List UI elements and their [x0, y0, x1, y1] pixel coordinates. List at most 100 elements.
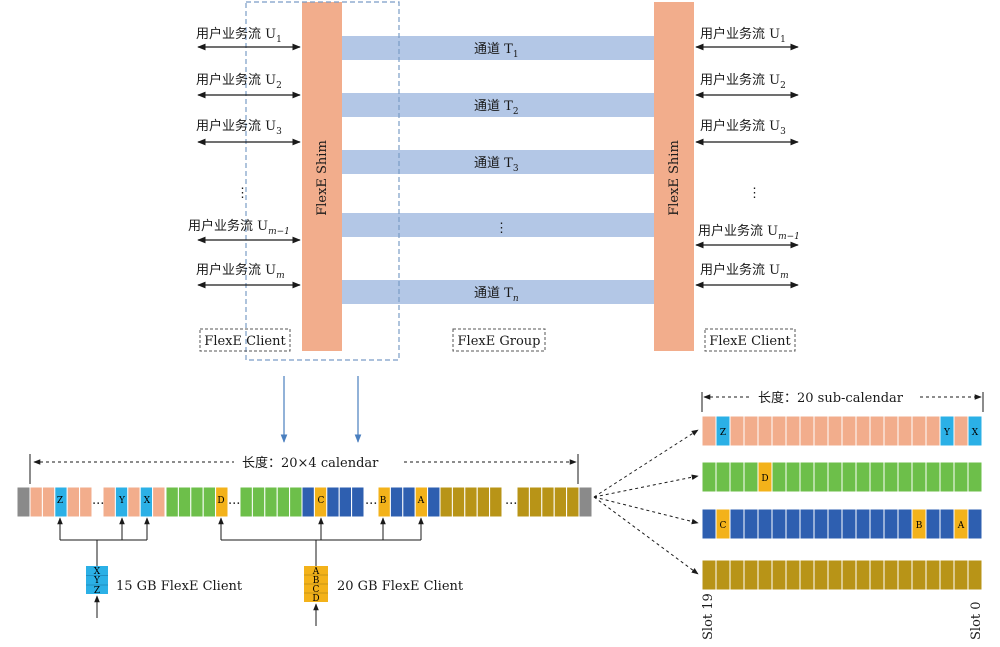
top-section: 通道 T1 通道 T2 通道 T3 ⋮ 通道 Tn FlexE Shim Fle…: [188, 1, 800, 443]
slot-letter-a: A: [417, 496, 425, 506]
calendar-slot: [16, 486, 31, 518]
sub-calendar-slot: [799, 461, 815, 493]
calendar-slot: [276, 486, 291, 518]
calendar-slot: [41, 486, 56, 518]
sub-calendar-slot: [911, 415, 927, 447]
tunnel-bar: [342, 36, 656, 60]
stream-label: 用户业务流 U1: [196, 26, 282, 45]
stream-label: 用户业务流 Um−1: [188, 218, 290, 237]
stack-letter: C: [313, 585, 320, 595]
calendar-slot: [427, 486, 441, 518]
left-streams: 用户业务流 U1 用户业务流 U2 用户业务流 U3 ⋮ 用户业务流 Um−1 …: [188, 26, 301, 289]
sub-calendar-slot: [939, 461, 955, 493]
sub-calendar-slot: [827, 461, 843, 493]
calendar-slot: [389, 486, 404, 518]
calendar-slot: [66, 486, 81, 518]
sub-slot-letter: X: [972, 428, 979, 438]
sub-calendar-slot: [855, 415, 871, 447]
sub-calendar-slot: [827, 415, 843, 447]
slot-letter-z: Z: [57, 496, 63, 506]
slot0-label: Slot 0: [969, 601, 984, 640]
calendar-slot: [464, 486, 478, 518]
sub-calendar-slot: [785, 508, 801, 540]
sub-calendar-slot: [701, 461, 717, 493]
calendar-slot: [165, 486, 179, 518]
sub-calendar-slot: [855, 461, 871, 493]
sub-calendar-slot: [841, 508, 857, 540]
sub-calendar-slot: [939, 559, 955, 591]
calendar-slot: [264, 486, 278, 518]
sub-calendar-slot: [757, 559, 773, 591]
sub-calendar-slot: [729, 508, 745, 540]
sub-calendar-slot: [757, 508, 773, 540]
sub-calendar-slot: [925, 508, 941, 540]
sub-calendar-slot: [953, 559, 969, 591]
calendar-section: 长度：20×4 calendar ... ... ... ... Z Y X D…: [16, 454, 593, 626]
calendar-ellipsis: ...: [505, 493, 517, 508]
sub-calendar-slot: [799, 559, 815, 591]
calendar-slot: [541, 486, 555, 518]
tunnel-bar: [342, 213, 656, 237]
sub-calendar-slot: [841, 559, 857, 591]
right-streams: 用户业务流 U1 用户业务流 U2 用户业务流 U3 ⋮ 用户业务流 Um−1 …: [695, 26, 800, 289]
calendar-slot: [251, 486, 266, 518]
calendar-slot: [190, 486, 204, 518]
calendar-slot: [215, 486, 229, 518]
stack-letter: B: [313, 576, 320, 586]
sub-calendar-slot: [869, 508, 885, 540]
slot-letter-c: C: [318, 496, 325, 506]
left-client-tag: FlexE Client: [204, 334, 286, 349]
slot-letter-b: B: [380, 496, 387, 506]
calendar-slot: [79, 486, 93, 518]
calendar-slot: [177, 486, 192, 518]
sub-calendar-slot: [967, 461, 983, 493]
sub-calendar-slot: [855, 559, 871, 591]
sub-calendar-slot: [757, 415, 773, 447]
stream-ellipsis: ⋮: [236, 186, 249, 201]
left-flexe-shim: [302, 2, 342, 351]
sub-calendar-slot: [911, 559, 927, 591]
right-client-tag-box: [704, 328, 796, 352]
calendar-ellipsis: ...: [228, 493, 240, 508]
right-shim-label: FlexE Shim: [667, 140, 682, 216]
sub-calendar-slot: [799, 508, 815, 540]
sub-calendar-slot: [911, 461, 927, 493]
sub-calendar-slot: [785, 461, 801, 493]
stack-letter: Y: [93, 576, 101, 586]
sub-slot-letter: D: [761, 474, 768, 484]
tunnels: 通道 T1 通道 T2 通道 T3 ⋮ 通道 Tn: [342, 36, 656, 304]
sub-calendar-slot: [869, 461, 885, 493]
sub-calendar-slot: [813, 415, 829, 447]
sub-calendar-slot: [743, 415, 759, 447]
sub-calendar-slot: [785, 415, 801, 447]
tunnel-ellipsis: ⋮: [495, 221, 508, 236]
slot19-label: Slot 19: [701, 593, 716, 640]
sub-calendar-slot: [841, 461, 857, 493]
stack-letter: A: [312, 567, 320, 577]
sub-calendar-slot: [715, 461, 731, 493]
stream-label: 用户业务流 Um: [196, 262, 285, 281]
stack-letter: X: [94, 567, 101, 577]
sub-calendar-slot: [841, 415, 857, 447]
tunnel-bar: [342, 280, 656, 304]
calendar-slot: [528, 486, 543, 518]
client15-label: 15 GB FlexE Client: [116, 579, 243, 594]
calendar-slot: [102, 486, 116, 518]
right-flexe-shim: [654, 2, 694, 351]
group-tag: FlexE Group: [458, 334, 541, 349]
sub-calendar-slot: [813, 461, 829, 493]
calendar-ellipsis: ...: [365, 493, 377, 508]
sub-calendar-slot: [925, 461, 941, 493]
sub-calendar-slot: [897, 508, 913, 540]
calendar-slot: [351, 486, 365, 518]
sub-calendar-slot: [813, 559, 829, 591]
stream-ellipsis: ⋮: [748, 186, 761, 201]
sub-slot-letter: B: [916, 521, 923, 531]
sub-calendar-slot: [883, 461, 899, 493]
stream-label: 用户业务流 U3: [196, 118, 282, 137]
calendar-slot: [566, 486, 580, 518]
stream-label: 用户业务流 U2: [196, 72, 282, 91]
